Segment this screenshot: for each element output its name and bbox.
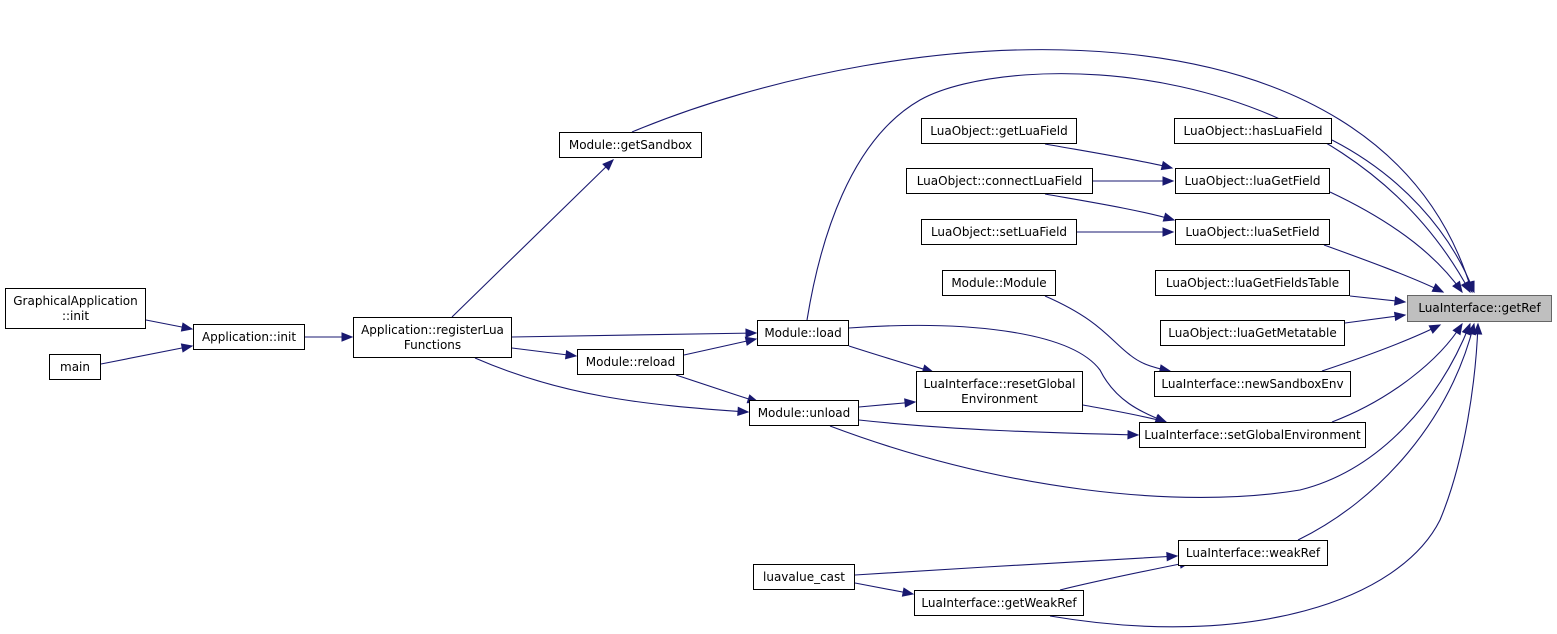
node-luainterface-weakref[interactable]: LuaInterface::weakRef	[1178, 540, 1328, 566]
edge-weakref-to-getref	[1297, 323, 1475, 541]
arrowhead-reload-to-load	[744, 336, 758, 346]
node-application-registerluafunctions[interactable]: Application::registerLua Functions	[353, 317, 512, 358]
arrowhead-unload-to-setglobalenv	[1127, 430, 1140, 440]
edge-reload-to-load	[683, 338, 757, 356]
node-main[interactable]: main	[49, 354, 101, 380]
arrowhead-getluafield-to-luagetfield	[1160, 160, 1174, 171]
arrowhead-luagetfieldstable-to-getref	[1394, 296, 1407, 306]
node-module-unload[interactable]: Module::unload	[749, 400, 859, 426]
edge-connectluafield-to-luasetfield	[1044, 193, 1175, 221]
edge-luagetfield-to-getref	[1329, 191, 1463, 293]
arrowhead-luavaluecast-to-getweakref	[901, 587, 915, 597]
node-luaobject-luagetmetatable[interactable]: LuaObject::luaGetMetatable	[1160, 320, 1345, 346]
node-luainterface-getweakref[interactable]: LuaInterface::getWeakRef	[914, 590, 1084, 616]
edge-main-to-appinit	[100, 345, 193, 365]
arrowhead-luavaluecast-to-weakref	[1166, 551, 1179, 562]
call-edges	[100, 49, 1483, 628]
arrowhead-registerlua-to-unload	[737, 406, 750, 417]
edge-resetglobal-to-setglobalenv	[1082, 404, 1167, 423]
edge-registerlua-to-unload	[474, 357, 749, 413]
edge-registerlua-to-load	[511, 332, 757, 338]
node-luaobject-setluafield[interactable]: LuaObject::setLuaField	[921, 219, 1077, 245]
edge-unload-to-setglobalenv	[858, 419, 1139, 436]
node-module-getsandbox[interactable]: Module::getSandbox	[559, 132, 702, 158]
node-luaobject-luagetfieldstable[interactable]: LuaObject::luaGetFieldsTable	[1155, 270, 1350, 296]
edge-luasetfield-to-getref	[1323, 244, 1444, 293]
arrowhead-connectluafield-to-luagetfield	[1162, 176, 1175, 186]
edge-getweakref-to-getref	[1049, 323, 1479, 628]
edge-setglobalenv-to-getref	[1331, 323, 1463, 423]
arrowhead-registerlua-to-getsandbox	[602, 159, 614, 171]
node-luaobject-luagetfield[interactable]: LuaObject::luaGetField	[1175, 168, 1330, 194]
arrowhead-setluafield-to-luasetfield	[1162, 227, 1175, 237]
edge-load-to-getref-arc	[806, 73, 1471, 321]
edge-reload-to-unload	[675, 374, 759, 403]
edge-module-to-newsandboxenv	[1044, 295, 1171, 372]
edge-unload-to-getref	[829, 323, 1471, 498]
arrowhead-luasetfield-to-getref	[1431, 283, 1445, 293]
arrowhead-getweakref-to-getref	[1472, 322, 1483, 335]
node-luaobject-connectluafield[interactable]: LuaObject::connectLuaField	[906, 168, 1093, 194]
arrowhead-appinit-to-registerlua	[341, 332, 354, 342]
arrowhead-weakref-to-getref	[1466, 322, 1476, 336]
edge-load-to-setglobalenv	[848, 324, 1167, 423]
arrowhead-unload-to-resetglobal	[904, 398, 917, 408]
node-luainterface-resetglobalenvironment[interactable]: LuaInterface::resetGlobal Environment	[916, 371, 1083, 412]
node-luaobject-hasluafield[interactable]: LuaObject::hasLuaField	[1174, 118, 1332, 144]
node-graphicalapplication-init[interactable]: GraphicalApplication ::init	[5, 288, 146, 329]
node-module-reload[interactable]: Module::reload	[577, 349, 684, 375]
arrowhead-luagetmetatable-to-getref	[1393, 311, 1407, 322]
arrowhead-graphicalinit-to-appinit	[180, 322, 194, 332]
node-luainterface-newsandboxenv[interactable]: LuaInterface::newSandboxEnv	[1154, 371, 1351, 397]
edge-getweakref-to-weakref	[1059, 561, 1191, 591]
arrowhead-main-to-appinit	[180, 343, 194, 353]
edge-load-to-resetglobal	[848, 345, 934, 373]
arrowhead-luagetfield-to-getref	[1452, 280, 1463, 294]
arrowhead-setglobalenv-to-getref	[1452, 322, 1463, 336]
arrowhead-newsandboxenv-to-getref	[1428, 324, 1442, 334]
node-luainterface-getref: LuaInterface::getRef	[1407, 295, 1552, 322]
node-luaobject-luasetfield[interactable]: LuaObject::luaSetField	[1175, 219, 1330, 245]
edge-newsandboxenv-to-getref	[1321, 324, 1441, 372]
arrowhead-hasluafield-to-getref	[1465, 280, 1475, 294]
arrowhead-registerlua-to-reload	[564, 349, 578, 360]
arrowhead-registerlua-to-load	[745, 328, 758, 338]
node-luainterface-setglobalenvironment[interactable]: LuaInterface::setGlobalEnvironment	[1139, 422, 1366, 448]
edge-registerlua-to-reload	[511, 347, 577, 357]
edge-getluafield-to-luagetfield	[1044, 143, 1173, 169]
edge-registerlua-to-getsandbox	[451, 159, 614, 318]
node-luaobject-getluafield[interactable]: LuaObject::getLuaField	[921, 118, 1077, 144]
node-luavalue-cast[interactable]: luavalue_cast	[753, 564, 855, 590]
node-module-module[interactable]: Module::Module	[942, 270, 1056, 296]
edge-hasluafield-to-getref	[1331, 139, 1475, 293]
node-application-init[interactable]: Application::init	[193, 324, 305, 350]
edge-luavaluecast-to-weakref	[854, 555, 1178, 576]
edge-getsandbox-to-getref	[631, 49, 1473, 293]
node-module-load[interactable]: Module::load	[757, 320, 849, 346]
arrowhead-connectluafield-to-luasetfield	[1162, 212, 1176, 222]
